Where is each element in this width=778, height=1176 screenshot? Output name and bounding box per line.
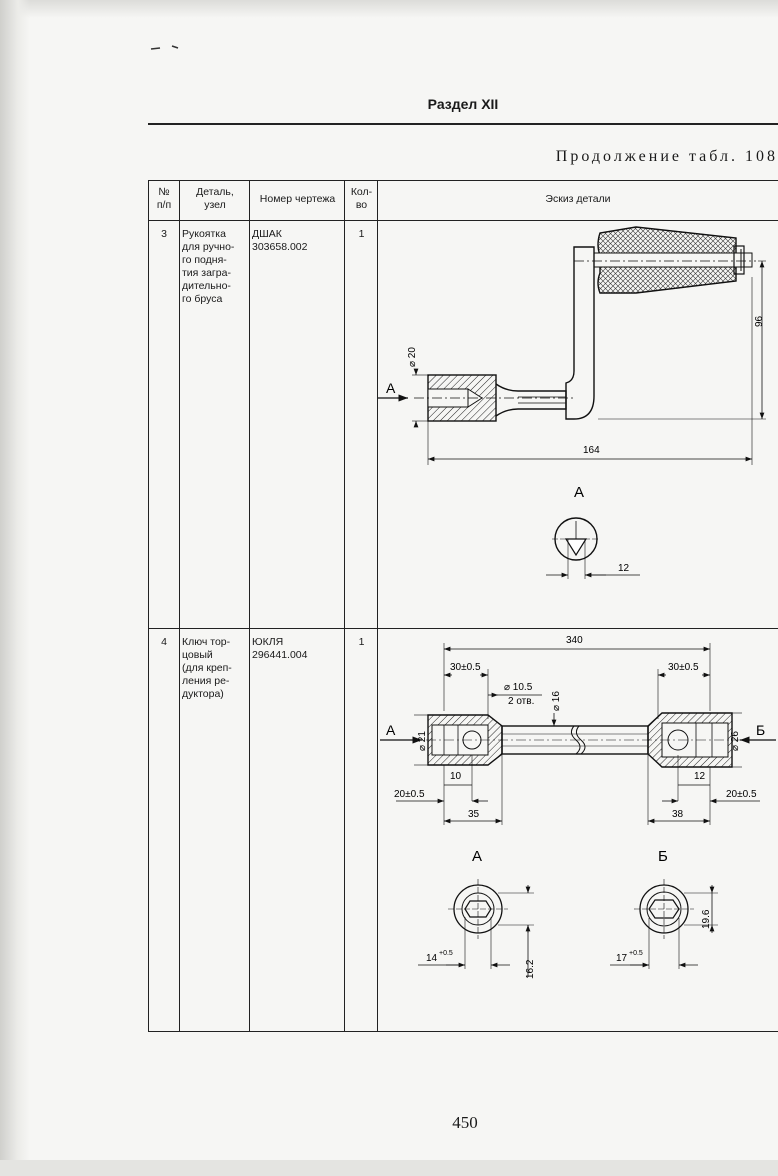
- dim-164: 164: [583, 445, 600, 456]
- dim-35: 35: [468, 809, 480, 820]
- section-title: Раздел XII: [427, 96, 499, 112]
- handle-sketch: ⌀ 20 А 96 164 А 12: [378, 226, 766, 579]
- dim-96: 96: [754, 315, 765, 327]
- row-quantity: 1: [358, 636, 365, 648]
- dim-14: 14: [426, 953, 438, 964]
- col-header-qty: Кол- во: [350, 186, 373, 211]
- col-header-sketch: Эскиз детали: [545, 193, 611, 205]
- dim-d26: ⌀ 26: [730, 731, 741, 751]
- dim-30-right: 30±0.5: [668, 662, 699, 673]
- row-part-name: Ключ тор- цовый (для креп- ления ре- дук…: [182, 636, 232, 700]
- dim-d21: ⌀ 21: [417, 731, 428, 751]
- col-header-number: № п/п: [156, 186, 172, 211]
- dim-d10-5: ⌀ 10.5: [504, 682, 533, 693]
- col-header-part: Деталь, узел: [196, 186, 234, 211]
- col-header-drawing: Номер чертежа: [259, 193, 336, 205]
- scan-binding-shadow: [0, 0, 30, 1176]
- view-a-title: А: [574, 484, 584, 501]
- row-drawing-number: ЮКЛЯ 296441.004: [252, 636, 308, 661]
- row-number: 3: [161, 228, 167, 240]
- dim-38: 38: [672, 809, 684, 820]
- dim-14-tolerance: +0.5: [439, 950, 453, 957]
- dim-20-right: 20±0.5: [726, 789, 757, 800]
- table-continuation-caption: Продолжение табл. 108: [555, 148, 778, 165]
- dim-340: 340: [566, 635, 583, 646]
- view-a-title: А: [472, 848, 482, 865]
- dim-17: 17: [616, 953, 628, 964]
- title-rule: [148, 123, 778, 125]
- dim-d16: ⌀ 16: [551, 691, 562, 711]
- view-b-title: Б: [658, 848, 668, 865]
- dim-12: 12: [618, 563, 630, 574]
- row-number: 4: [161, 636, 167, 648]
- scan-top-band: [0, 0, 778, 18]
- wrench-sketch: 340 30±0.5 30±0.5 ⌀ 10.5 2 отв. ⌀ 16 А Б…: [380, 635, 776, 979]
- page-number: 450: [452, 1113, 478, 1132]
- row-quantity: 1: [358, 228, 365, 240]
- view-arrow-a: А: [386, 380, 396, 396]
- dim-12: 12: [694, 771, 706, 782]
- dim-2-holes: 2 отв.: [508, 696, 534, 707]
- dim-d20: ⌀ 20: [407, 347, 418, 367]
- table-frame: [148, 180, 778, 1032]
- dim-10: 10: [450, 771, 462, 782]
- scan-bottom-band: [0, 1160, 778, 1176]
- row-drawing-number: ДШАК 303658.002: [252, 228, 308, 253]
- row-part-name: Рукоятка для ручно- го подня- тия загра-…: [182, 228, 235, 305]
- stray-marks: [150, 45, 179, 50]
- dim-30-left: 30±0.5: [450, 662, 481, 673]
- view-arrow-a: А: [386, 722, 396, 738]
- dim-19-6: 19.6: [701, 909, 712, 929]
- view-arrow-b: Б: [756, 722, 765, 738]
- dim-16-2: 16.2: [525, 959, 536, 979]
- dim-20-left: 20±0.5: [394, 789, 425, 800]
- crank-arm: [565, 246, 595, 420]
- dim-17-tolerance: +0.5: [629, 950, 643, 957]
